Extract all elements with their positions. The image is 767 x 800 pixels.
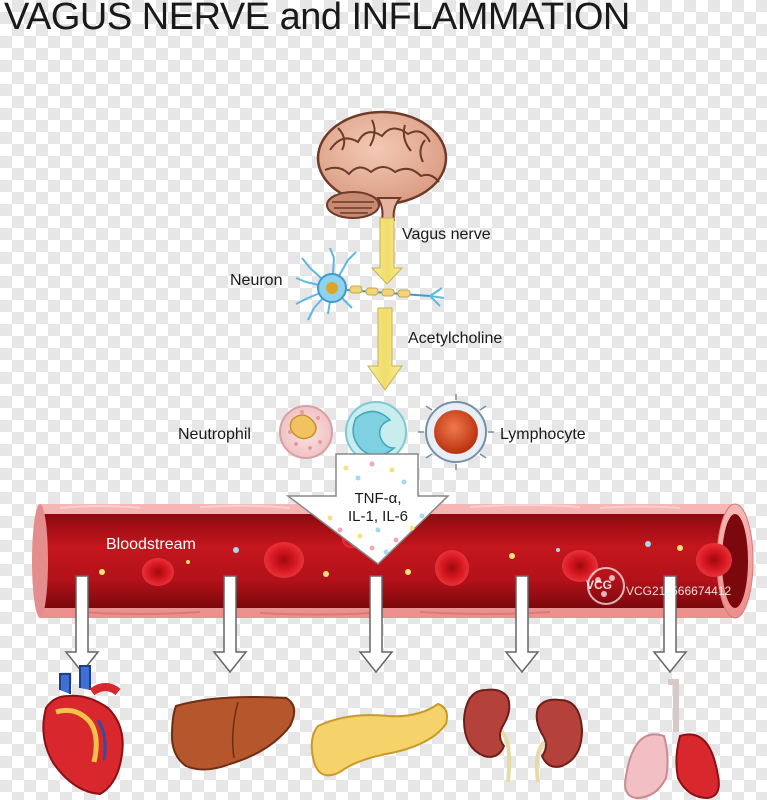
neutrophil-label: Neutrophil [178,426,251,443]
heart-illustration [42,665,124,796]
cytokines-label: TNF-α, IL-1, IL-6 [318,490,438,526]
liver-illustration [170,696,296,771]
vagus-arrow [370,217,404,285]
organ-arrows [64,575,688,674]
watermark-text: VCG211566674412 [626,584,732,598]
lymphocyte-label: Lymphocyte [500,426,586,443]
kidneys-illustration [462,688,584,783]
cytokines-line-2: IL-1, IL-6 [347,508,409,525]
lymphocyte-cell [418,394,494,470]
lungs-illustration [624,679,720,800]
neuron-label: Neuron [230,272,283,289]
neuron-illustration [295,247,445,321]
watermark-logo [587,567,625,605]
watermark-logo-text: VCG [586,578,613,592]
cytokines-line-1: TNF-α, [354,490,402,507]
acetylcholine-label: Acetylcholine [408,330,503,347]
brain-illustration [316,110,448,221]
blood-vessel [32,503,754,619]
vagus-nerve-label: Vagus nerve [402,226,491,243]
monocyte-cell [345,401,407,463]
acetylcholine-arrow [367,307,403,391]
pancreas-illustration [310,702,448,777]
neutrophil-cell [279,405,333,459]
page-title: VAGUS NERVE and INFLAMMATION [4,0,630,38]
bloodstream-label: Bloodstream [106,536,196,553]
cytokine-particles [99,541,683,577]
cytokine-arrow [285,453,450,565]
